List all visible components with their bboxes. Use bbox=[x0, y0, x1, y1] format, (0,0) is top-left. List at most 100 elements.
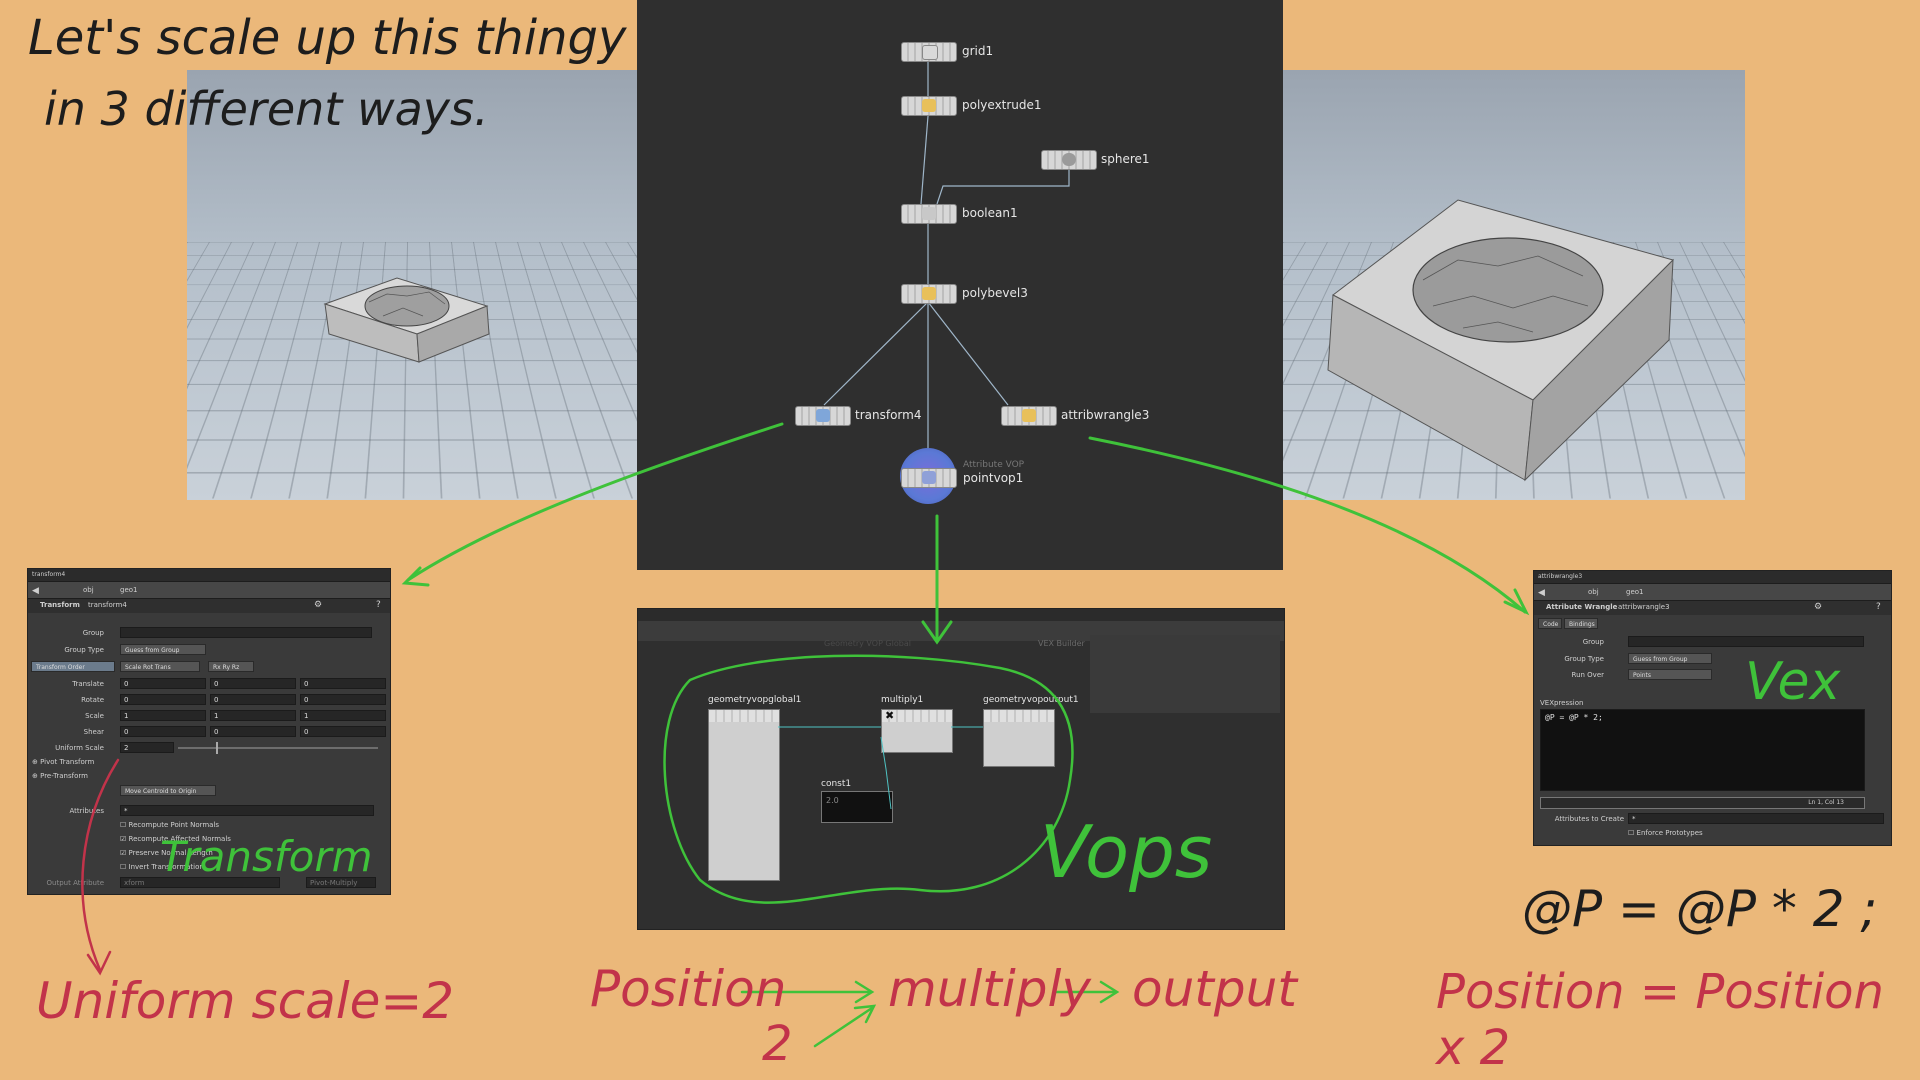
tab-code[interactable]: Code bbox=[1538, 618, 1562, 629]
check-label: Invert Transformation bbox=[128, 863, 204, 871]
check-recompute-affected-normals[interactable]: ☑ Recompute Affected Normals bbox=[120, 835, 231, 843]
param-xform-field[interactable]: xform bbox=[120, 877, 280, 888]
check-invert-transformation[interactable]: ☐ Invert Transformation bbox=[120, 863, 204, 871]
small-bowl-model bbox=[323, 277, 490, 363]
back-icon[interactable]: ◀ bbox=[32, 586, 39, 596]
network-wires bbox=[823, 60, 1070, 458]
vop-node-geometryvopoutput1[interactable] bbox=[983, 709, 1055, 767]
caption-multiply: multiply bbox=[888, 960, 1092, 1018]
transform-parameter-panel: transform4 ◀ obj geo1 Transform transfor… bbox=[27, 568, 391, 895]
vop-side-parms bbox=[1090, 635, 1280, 713]
vop-node-const1[interactable]: 2.0 bbox=[821, 791, 893, 823]
check-enforce-prototypes[interactable]: ☐ Enforce Prototypes bbox=[1628, 829, 1703, 837]
check-label: Recompute Affected Normals bbox=[128, 835, 231, 843]
node-header: Attribute Wrangle attribwrangle3 ⚙ ? bbox=[1534, 601, 1891, 615]
node-name-field[interactable]: attribwrangle3 bbox=[1618, 603, 1670, 611]
param-translate-x[interactable]: 0 bbox=[120, 678, 206, 689]
vop-node-label-const: const1 bbox=[821, 779, 852, 789]
title-note-line1: Let's scale up this thingy x2 bbox=[28, 10, 701, 66]
param-translate-z[interactable]: 0 bbox=[300, 678, 386, 689]
node-label-boolean1: boolean1 bbox=[962, 206, 1018, 220]
vop-node-multiply1[interactable]: ✖ bbox=[881, 709, 953, 753]
node-pointvop1[interactable] bbox=[901, 468, 957, 488]
param-group-type-select[interactable]: Guess from Group bbox=[120, 644, 206, 655]
vex-code-editor[interactable]: @P = @P * 2; bbox=[1540, 709, 1865, 791]
viewport-large-object bbox=[1283, 70, 1745, 500]
param-label-rotate: Rotate bbox=[81, 696, 104, 704]
vop-wires bbox=[778, 726, 983, 810]
vop-node-geometryvopglobal1[interactable] bbox=[708, 709, 780, 881]
node-attribwrangle3[interactable] bbox=[1001, 406, 1057, 426]
node-sphere1[interactable] bbox=[1041, 150, 1097, 170]
param-rotate-x[interactable]: 0 bbox=[120, 694, 206, 705]
path-bar: ◀ obj geo1 bbox=[28, 582, 390, 599]
param-attributes-field[interactable]: * bbox=[120, 805, 374, 816]
param-group-type-select[interactable]: Guess from Group bbox=[1628, 653, 1712, 664]
uniform-scale-slider[interactable] bbox=[178, 742, 378, 754]
help-icon[interactable]: ? bbox=[1876, 602, 1881, 612]
node-type-label: Attribute Wrangle bbox=[1546, 603, 1618, 611]
tab-bindings[interactable]: Bindings bbox=[1564, 618, 1598, 629]
vex-code-text: @P = @P * 2; bbox=[1545, 713, 1603, 722]
caption-position: Position bbox=[590, 960, 787, 1018]
param-label-scale: Scale bbox=[85, 712, 104, 720]
param-rotate-z[interactable]: 0 bbox=[300, 694, 386, 705]
panel-tab-bar: transform4 bbox=[28, 569, 390, 582]
param-label-group-type: Group Type bbox=[64, 646, 104, 654]
move-centroid-button[interactable]: Move Centroid to Origin bbox=[120, 785, 216, 796]
help-icon[interactable]: ? bbox=[376, 600, 381, 610]
pre-transform-toggle[interactable]: ⊕ Pre-Transform bbox=[32, 772, 88, 780]
param-rotate-order-select[interactable]: Rx Ry Rz bbox=[208, 661, 254, 672]
param-rotate-y[interactable]: 0 bbox=[210, 694, 296, 705]
vop-node-label-multiply: multiply1 bbox=[881, 695, 924, 705]
param-uniform-scale-field[interactable]: 2 bbox=[120, 742, 174, 753]
caption-code: @P = @P * 2 ; bbox=[1522, 880, 1878, 938]
param-translate-y[interactable]: 0 bbox=[210, 678, 296, 689]
node-polyextrude1[interactable] bbox=[901, 96, 957, 116]
check-preserve-normal-length[interactable]: ☑ Preserve Normal Length bbox=[120, 849, 213, 857]
slider-handle[interactable] bbox=[216, 742, 218, 754]
arrow-to-transform bbox=[406, 422, 784, 582]
vexpression-label: VEXpression bbox=[1540, 699, 1584, 707]
pivot-transform-label: Pivot Transform bbox=[40, 758, 95, 766]
node-boolean1[interactable] bbox=[901, 204, 957, 224]
gear-icon[interactable]: ⚙ bbox=[314, 600, 323, 610]
panel-tab-transform4[interactable]: transform4 bbox=[32, 571, 66, 578]
param-shear-x[interactable]: 0 bbox=[120, 726, 206, 737]
param-scale-x[interactable]: 1 bbox=[120, 710, 206, 721]
param-transform-order-select[interactable]: Scale Rot Trans bbox=[120, 661, 200, 672]
path-obj[interactable]: obj bbox=[1588, 588, 1599, 596]
pivot-transform-toggle[interactable]: ⊕ Pivot Transform bbox=[32, 758, 95, 766]
param-run-over-select[interactable]: Points bbox=[1628, 669, 1712, 680]
param-pivot-multiply[interactable]: Pivot-Multiply bbox=[306, 877, 376, 888]
node-type-label: Transform bbox=[40, 601, 80, 609]
node-transform4[interactable] bbox=[795, 406, 851, 426]
node-grid1[interactable] bbox=[901, 42, 957, 62]
node-name-field[interactable]: transform4 bbox=[88, 601, 127, 609]
check-label: Recompute Point Normals bbox=[128, 821, 220, 829]
param-group-field[interactable] bbox=[1628, 636, 1864, 647]
param-shear-z[interactable]: 0 bbox=[300, 726, 386, 737]
arrow-to-uniform-scale bbox=[81, 758, 120, 972]
gear-icon[interactable]: ⚙ bbox=[1814, 602, 1823, 612]
vop-node-label-global: geometryvopglobal1 bbox=[708, 695, 802, 705]
param-group-field[interactable] bbox=[120, 627, 372, 638]
check-recompute-point-normals[interactable]: ☐ Recompute Point Normals bbox=[120, 821, 220, 829]
panel-tab-attribwrangle3[interactable]: attribwrangle3 bbox=[1538, 573, 1583, 580]
param-label-attributes: Attributes bbox=[69, 807, 104, 815]
annotation-vex: Vex bbox=[1745, 652, 1841, 712]
node-polybevel3[interactable] bbox=[901, 284, 957, 304]
panel-tab-bar: attribwrangle3 bbox=[1534, 571, 1891, 584]
param-shear-y[interactable]: 0 bbox=[210, 726, 296, 737]
back-icon[interactable]: ◀ bbox=[1538, 588, 1545, 598]
param-scale-z[interactable]: 1 bbox=[300, 710, 386, 721]
path-obj[interactable]: obj bbox=[83, 586, 94, 594]
caption-two: 2 bbox=[762, 1016, 793, 1072]
caption-formula: Position = Position x 2 bbox=[1436, 964, 1884, 1076]
param-label-shear: Shear bbox=[83, 728, 104, 736]
param-attributes-to-create-field[interactable]: * bbox=[1628, 813, 1884, 824]
path-geo[interactable]: geo1 bbox=[120, 586, 138, 594]
param-scale-y[interactable]: 1 bbox=[210, 710, 296, 721]
path-geo[interactable]: geo1 bbox=[1626, 588, 1644, 596]
